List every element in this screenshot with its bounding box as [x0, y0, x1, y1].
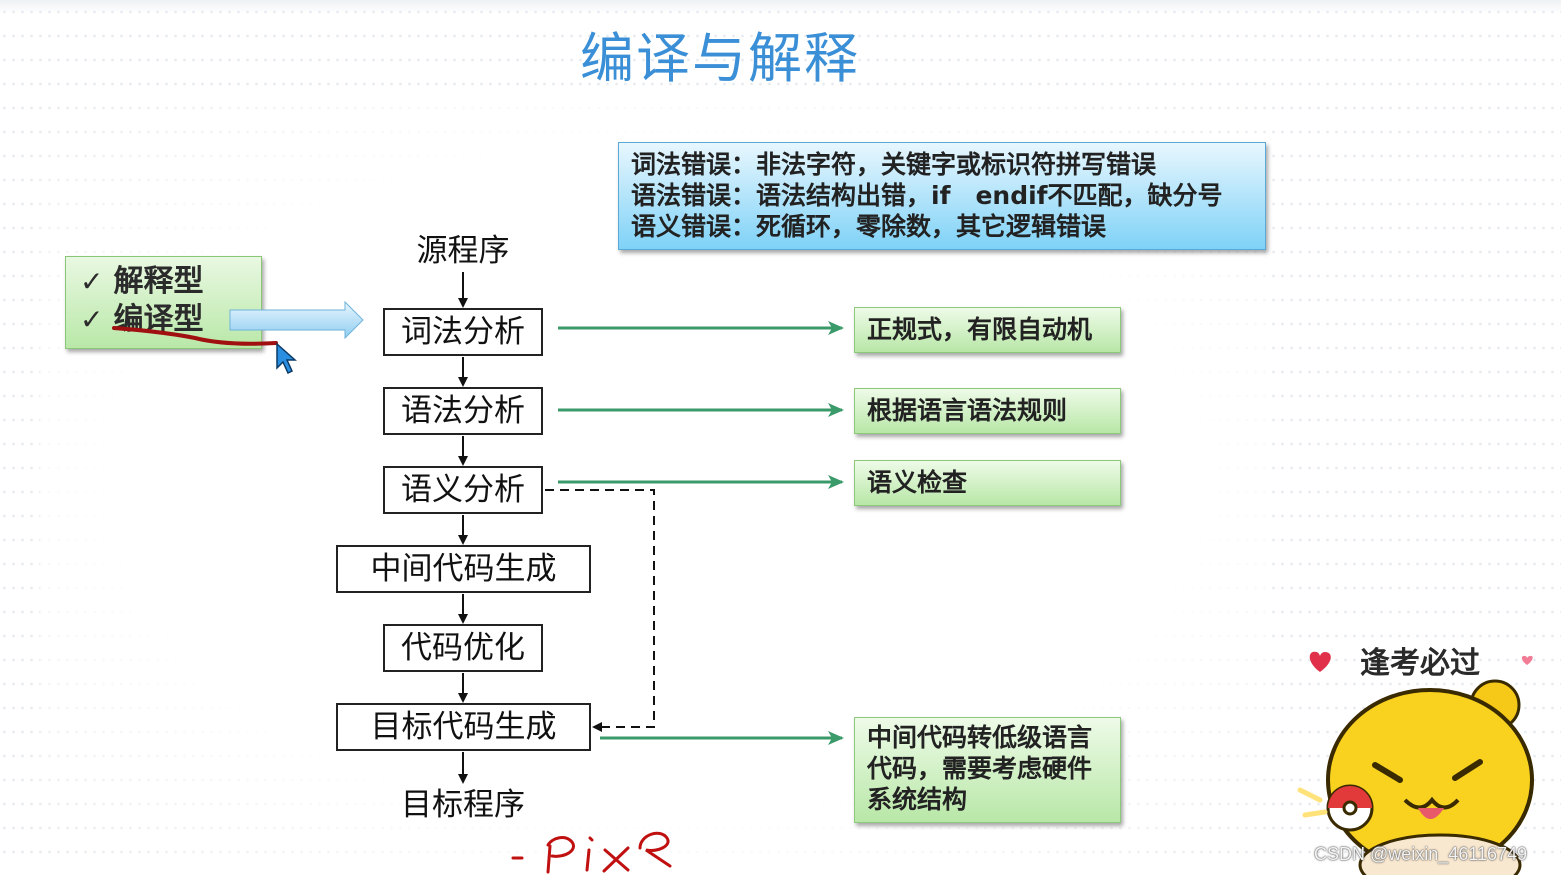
type-item-interpreted: ✓ 解释型 [80, 263, 261, 301]
stage-code-optimization: 代码优化 [383, 624, 543, 672]
result-text: 根据语言语法规则 [867, 396, 1068, 425]
checkmark-icon: ✓ [80, 303, 104, 336]
page-title: 编译与解释 [580, 27, 860, 90]
mascot-sticker [1297, 679, 1534, 875]
result-text: 中间代码转低级语言 [867, 723, 1093, 752]
top-strip [0, 0, 1561, 14]
lexical-error-line: 词法错误：非法字符，关键字或标识符拼写错误 [631, 150, 1157, 179]
result-text: 语义检查 [867, 468, 968, 497]
result-text: 正规式，有限自动机 [867, 315, 1093, 344]
blue-block-arrow [229, 300, 364, 340]
result-box-lexical: 正规式，有限自动机 [854, 307, 1121, 353]
target-program-label: 目标程序 [401, 787, 525, 823]
error-types-box: 词法错误：非法字符，关键字或标识符拼写错误 语法错误：语法结构出错，if end… [618, 142, 1266, 250]
stage-semantic-analysis: 语义分析 [383, 466, 543, 514]
sticker-caption: 逢考必过 [1360, 646, 1480, 681]
result-box-semantic: 语义检查 [854, 460, 1121, 506]
semantic-error-line: 语义错误：死循环，零除数，其它逻辑错误 [631, 212, 1107, 241]
red-scribble-annotation [511, 831, 672, 874]
heart-icon [1309, 651, 1331, 672]
csdn-watermark: CSDN @weixin_46116749 [1314, 844, 1528, 864]
result-text: 系统结构 [867, 785, 968, 814]
result-text: 代码，需要考虑硬件 [867, 754, 1093, 783]
red-underline-annotation [112, 326, 278, 346]
stage-lexical-analysis: 词法分析 [383, 308, 543, 356]
result-box-target-code: 中间代码转低级语言 代码，需要考虑硬件 系统结构 [854, 717, 1121, 823]
source-program-label: 源程序 [416, 233, 510, 269]
stage-syntax-analysis: 语法分析 [383, 387, 543, 435]
heart-icon [1521, 655, 1533, 665]
type-label: 解释型 [113, 264, 204, 299]
stage-intermediate-code: 中间代码生成 [336, 545, 591, 593]
stage-target-code: 目标代码生成 [336, 703, 591, 751]
dashed-feedback-arrow [545, 489, 655, 732]
result-box-syntax: 根据语言语法规则 [854, 388, 1121, 434]
mouse-cursor-icon [276, 342, 297, 375]
checkmark-icon: ✓ [80, 265, 104, 298]
syntax-error-line: 语法错误：语法结构出错，if endif不匹配，缺分号 [631, 181, 1223, 210]
program-type-box: ✓解释型 ✓编译型 [65, 256, 262, 349]
